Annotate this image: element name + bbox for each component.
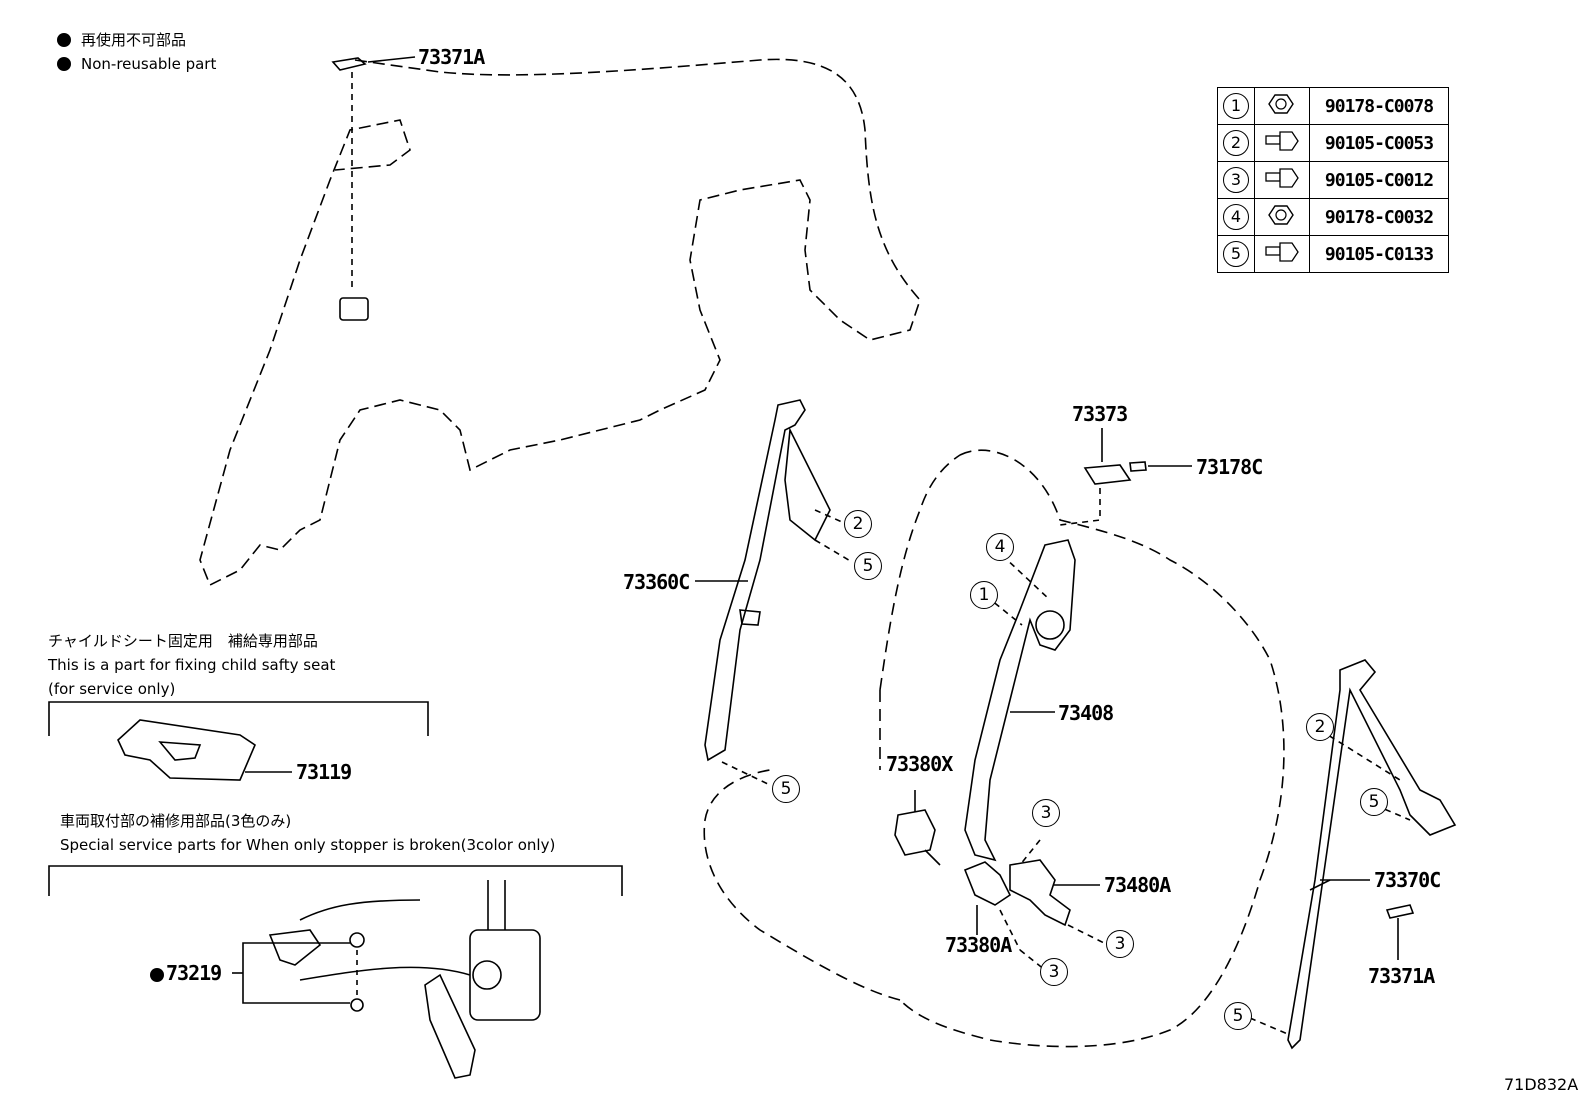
child-seat-note-en1: This is a part for fixing child safty se… — [48, 656, 336, 674]
legend-jp: 再使用不可部品 — [57, 31, 186, 49]
plate-73119 — [117, 719, 256, 781]
part-label-73178c: 73178C — [1196, 455, 1263, 479]
clip-73371a-top — [331, 57, 367, 71]
part-label-73219: 73219 — [166, 961, 222, 985]
callout-5: 5 — [772, 775, 800, 803]
fastener-code: 90178-C0078 — [1309, 87, 1449, 125]
part-label-73380x: 73380X — [886, 752, 953, 776]
fastener-num: 3 — [1223, 167, 1249, 193]
fastener-num: 2 — [1223, 130, 1249, 156]
callout-2: 2 — [1306, 713, 1334, 741]
fastener-num-cell: 1 — [1217, 87, 1255, 125]
fastener-num-cell: 2 — [1217, 124, 1255, 162]
fastener-row: 4 90178-C0032 — [1217, 198, 1449, 236]
nut-icon — [1254, 87, 1310, 125]
callout-5: 5 — [854, 552, 882, 580]
buckle-73380a — [963, 861, 1012, 906]
part-label-73408: 73408 — [1058, 701, 1114, 725]
fastener-code: 90105-C0053 — [1309, 124, 1449, 162]
fastener-row: 2 90105-C0053 — [1217, 124, 1449, 162]
seat-back-outline — [703, 449, 1285, 1048]
callout-2: 2 — [844, 510, 872, 538]
fastener-num-cell: 5 — [1217, 235, 1255, 273]
fastener-num: 4 — [1223, 204, 1249, 230]
stopper-note-jp: 車両取付部の補修用部品(3色のみ) — [60, 812, 292, 830]
callout-3: 3 — [1032, 799, 1060, 827]
fastener-row: 1 90178-C0078 — [1217, 87, 1449, 125]
fastener-num: 1 — [1223, 93, 1249, 119]
child-seat-note-en2: (for service only) — [48, 680, 176, 698]
stopper-assembly — [268, 899, 476, 1079]
part-label-73371a-top: 73371A — [418, 45, 485, 69]
fastener-num-cell: 3 — [1217, 161, 1255, 199]
buckle-73480a — [1009, 859, 1071, 927]
bullet-icon — [57, 57, 71, 71]
bullet-icon — [150, 968, 164, 982]
fastener-row: 3 90105-C0012 — [1217, 161, 1449, 199]
callout-3: 3 — [1040, 958, 1068, 986]
clip-slot — [339, 297, 369, 321]
stopper-bracket — [48, 865, 623, 896]
part-label-73360c: 73360C — [623, 570, 690, 594]
belt-73408 — [964, 539, 1076, 862]
callout-5: 5 — [1224, 1002, 1252, 1030]
part-label-73371a-bottom: 73371A — [1368, 964, 1435, 988]
figure-id: 71D832A — [1504, 1075, 1579, 1094]
part-label-73370c: 73370C — [1374, 868, 1441, 892]
body-panel-outline — [199, 58, 921, 587]
callout-3: 3 — [1106, 930, 1134, 958]
callout-5: 5 — [1360, 788, 1388, 816]
belt-73360c — [704, 399, 806, 762]
bolt-icon — [1254, 235, 1310, 273]
fastener-num: 5 — [1223, 241, 1249, 267]
bullet-icon — [57, 33, 71, 47]
callout-4: 4 — [986, 533, 1014, 561]
legend-jp-text: 再使用不可部品 — [81, 31, 187, 49]
child-seat-note-jp: チャイルドシート固定用 補給専用部品 — [48, 632, 318, 650]
fastener-table: 1 90178-C0078 2 90105-C0053 3 90105-C001… — [1217, 87, 1449, 273]
callout-1: 1 — [970, 581, 998, 609]
child-seat-bracket — [48, 701, 429, 736]
bolt-icon — [1254, 161, 1310, 199]
buckle-73380x — [894, 809, 936, 856]
part-label-73119: 73119 — [296, 760, 352, 784]
fastener-num-cell: 4 — [1217, 198, 1255, 236]
stopper-note-en: Special service parts for When only stop… — [60, 836, 556, 854]
part-label-73219-row: 73219 — [150, 961, 222, 985]
part-label-73373: 73373 — [1072, 402, 1128, 426]
clip-73371a-bottom — [1385, 904, 1415, 919]
bolt-icon — [1254, 124, 1310, 162]
part-label-73380a: 73380A — [945, 933, 1012, 957]
plate-73373 — [1083, 464, 1132, 485]
fastener-row: 5 90105-C0133 — [1217, 235, 1449, 273]
legend-en: Non-reusable part — [57, 55, 216, 73]
fastener-code: 90178-C0032 — [1309, 198, 1449, 236]
part-label-73480a: 73480A — [1104, 873, 1171, 897]
fastener-code: 90105-C0012 — [1309, 161, 1449, 199]
nut-icon — [1254, 198, 1310, 236]
fastener-code: 90105-C0133 — [1309, 235, 1449, 273]
belt-73370c — [1287, 659, 1457, 1050]
legend-en-text: Non-reusable part — [81, 55, 217, 73]
